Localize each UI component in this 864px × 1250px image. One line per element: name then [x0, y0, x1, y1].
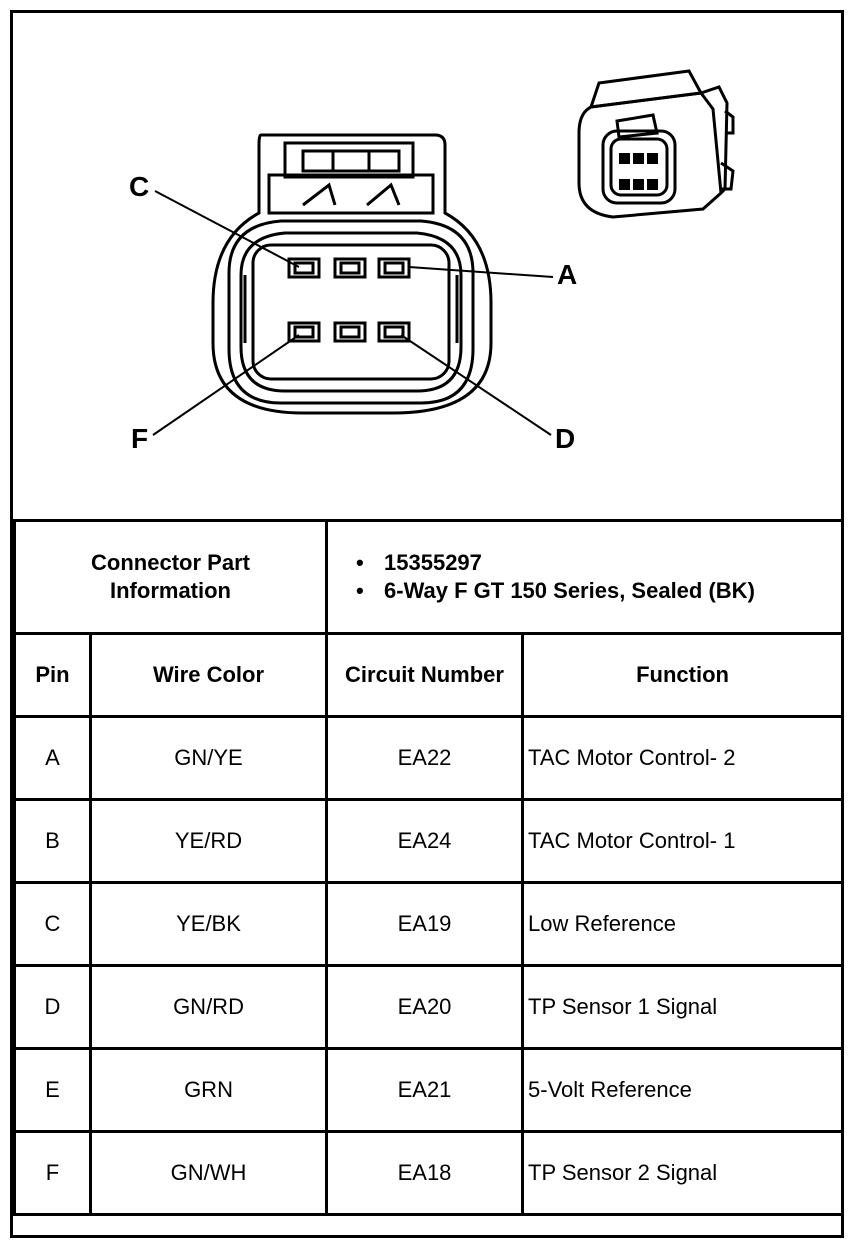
header-row: Pin Wire Color Circuit Number Function	[13, 632, 845, 718]
pin-cell: A	[13, 715, 92, 801]
leader-A	[408, 266, 554, 278]
leader-C	[154, 190, 300, 268]
function-cell: 5-Volt Reference	[521, 1047, 845, 1133]
wire-color-cell: GN/YE	[88, 715, 329, 801]
header-wire-color: Wire Color	[88, 632, 329, 718]
latch-ramp	[267, 173, 435, 215]
cavity-B	[333, 257, 367, 279]
wire-color-cell: YE/RD	[88, 798, 329, 884]
table-row: A GN/YE EA22 TAC Motor Control- 2	[13, 715, 845, 801]
part-number: 15355297	[384, 549, 841, 577]
function-cell: TAC Motor Control- 1	[521, 798, 845, 884]
function-cell: TP Sensor 1 Signal	[521, 964, 845, 1050]
seal-ring-inner	[239, 231, 463, 393]
circuit-number-cell: EA19	[325, 881, 525, 967]
part-info-label-line1: Connector Part	[91, 550, 250, 575]
pin-label-C: C	[129, 171, 150, 202]
leader-D	[400, 334, 552, 436]
pin-cell: F	[13, 1130, 92, 1216]
pin-cell: C	[13, 881, 92, 967]
function-cell: TAC Motor Control- 2	[521, 715, 845, 801]
table-row: B YE/RD EA24 TAC Motor Control- 1	[13, 798, 845, 884]
cavity-D	[377, 321, 411, 343]
leader-F	[152, 334, 300, 436]
circuit-number-cell: EA18	[325, 1130, 525, 1216]
table-row: D GN/RD EA20 TP Sensor 1 Signal	[13, 964, 845, 1050]
cavity-F	[287, 321, 321, 343]
table-row: C YE/BK EA19 Low Reference	[13, 881, 845, 967]
wire-color-cell: GN/RD	[88, 964, 329, 1050]
header-circuit-number: Circuit Number	[325, 632, 525, 718]
header-function: Function	[521, 632, 845, 718]
table-row: E GRN EA21 5-Volt Reference	[13, 1047, 845, 1133]
wire-color-cell: YE/BK	[88, 881, 329, 967]
pin-label-F: F	[131, 423, 149, 454]
latch-outer	[283, 141, 415, 179]
latch-inner	[301, 149, 401, 173]
part-info-label-line2: Information	[110, 578, 231, 603]
cavity-E	[333, 321, 367, 343]
part-info-row: Connector Part Information 15355297 6-Wa…	[12, 519, 845, 635]
circuit-number-cell: EA22	[325, 715, 525, 801]
function-cell: Low Reference	[521, 881, 845, 967]
pin-cell: B	[13, 798, 92, 884]
circuit-number-cell: EA24	[325, 798, 525, 884]
connector-iso-view	[577, 69, 735, 219]
cavity-C	[287, 257, 321, 279]
part-info-values: 15355297 6-Way F GT 150 Series, Sealed (…	[325, 519, 845, 635]
housing-outline	[211, 133, 493, 415]
pin-cell: D	[13, 964, 92, 1050]
table-row: F GN/WH EA18 TP Sensor 2 Signal	[13, 1130, 845, 1216]
wire-color-cell: GRN	[88, 1047, 329, 1133]
pin-cell: E	[13, 1047, 92, 1133]
circuit-number-cell: EA21	[325, 1047, 525, 1133]
part-info-label: Connector Part Information	[12, 519, 329, 635]
part-description: 6-Way F GT 150 Series, Sealed (BK)	[384, 577, 841, 605]
connector-face-svg	[152, 69, 735, 436]
wire-color-cell: GN/WH	[88, 1130, 329, 1216]
cavity-face	[251, 243, 451, 381]
connector-drawing: C A F D	[13, 13, 841, 519]
pinout-table: Connector Part Information 15355297 6-Wa…	[12, 519, 845, 1216]
pin-label-D: D	[555, 423, 576, 454]
function-cell: TP Sensor 2 Signal	[521, 1130, 845, 1216]
seal-ring-outer	[227, 219, 475, 405]
header-pin: Pin	[13, 632, 92, 718]
pin-label-A: A	[557, 259, 578, 290]
connector-sheet: C A F D Connector Part Information 15355…	[10, 10, 845, 1238]
circuit-number-cell: EA20	[325, 964, 525, 1050]
